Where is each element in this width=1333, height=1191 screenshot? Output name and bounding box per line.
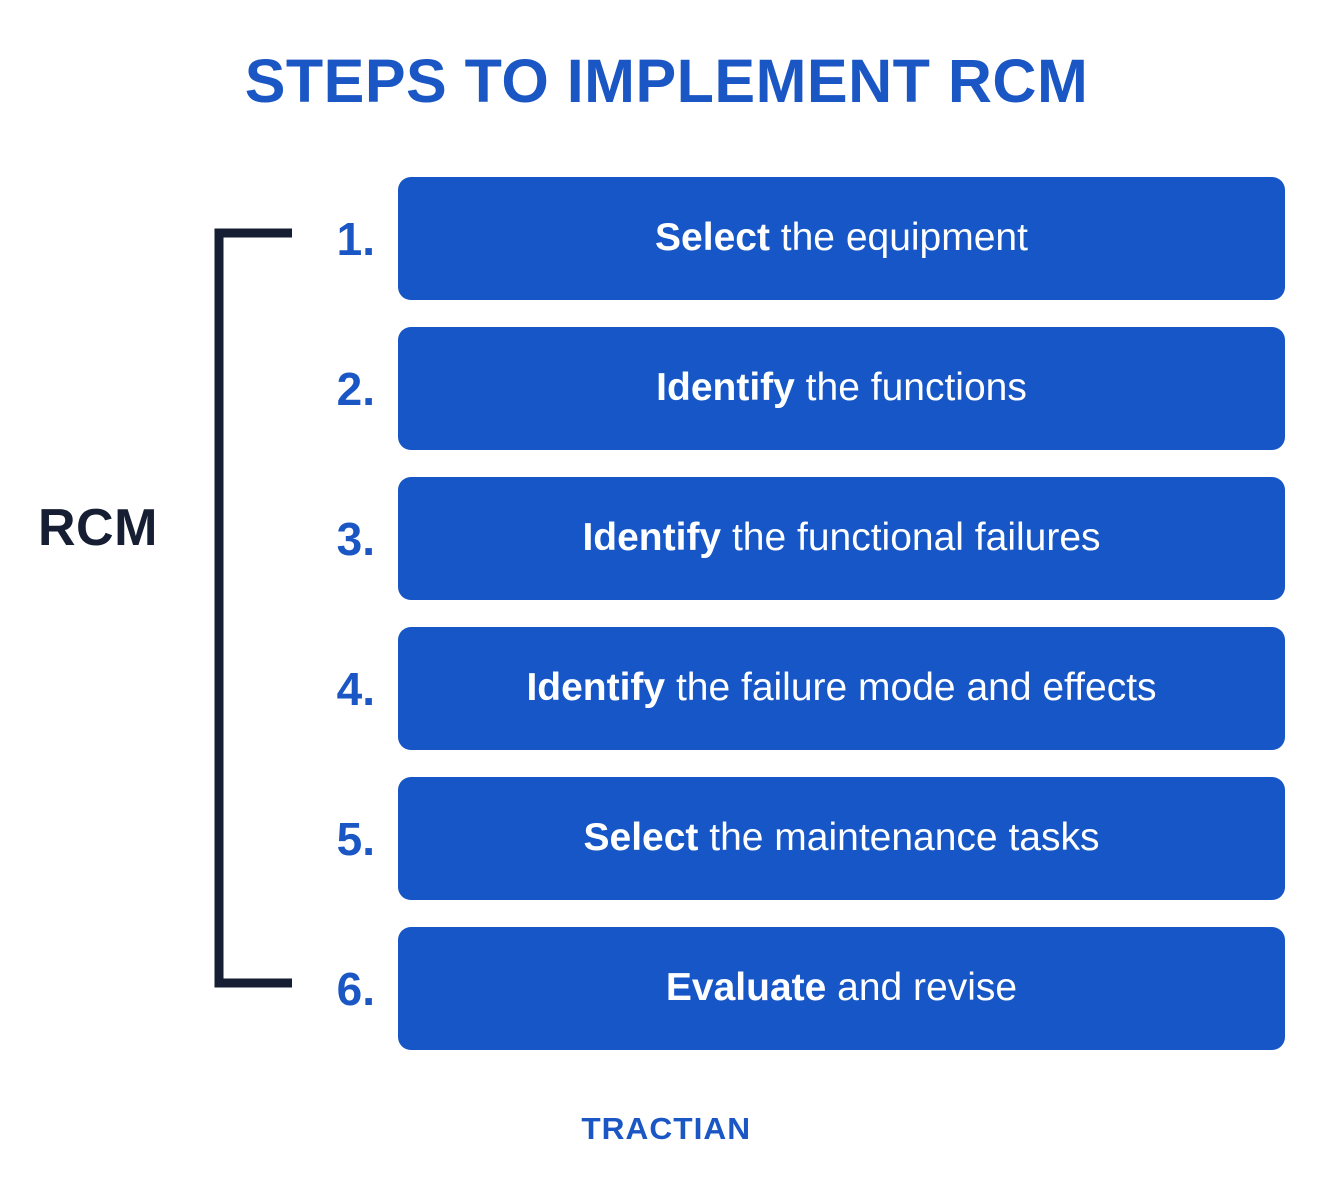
rcm-side-label: RCM bbox=[38, 499, 158, 557]
step-number: 6. bbox=[336, 962, 375, 1015]
step-number: 2. bbox=[336, 362, 375, 415]
list-item[interactable]: 3. Identify the functional failures bbox=[0, 477, 1333, 600]
step-box[interactable]: Select the equipment bbox=[398, 177, 1285, 300]
step-label-lead: Select bbox=[583, 816, 699, 860]
step-box[interactable]: Identify the functions bbox=[398, 327, 1285, 450]
step-label-lead: Identify bbox=[656, 366, 795, 410]
step-label-rest: the maintenance tasks bbox=[698, 816, 1100, 860]
step-number: 5. bbox=[336, 812, 375, 865]
step-box[interactable]: Identify the failure mode and effects bbox=[398, 627, 1285, 750]
step-box[interactable]: Select the maintenance tasks bbox=[398, 777, 1285, 900]
step-label-rest: the failure mode and effects bbox=[665, 666, 1157, 710]
page-title: STEPS TO IMPLEMENT RCM bbox=[244, 47, 1089, 115]
step-label: Select the maintenance tasks bbox=[584, 816, 1100, 861]
step-label: Identify the functions bbox=[656, 366, 1027, 411]
step-label-lead: Identify bbox=[526, 666, 666, 710]
step-label-rest: the functions bbox=[794, 366, 1027, 410]
step-number: 4. bbox=[336, 662, 375, 715]
step-label: Identify the failure mode and effects bbox=[526, 666, 1156, 711]
steps-list: 1. Select the equipment 2. Identify the … bbox=[0, 177, 1333, 1050]
list-item[interactable]: 4. Identify the failure mode and effects bbox=[0, 627, 1333, 750]
step-label: Evaluate and revise bbox=[666, 966, 1017, 1011]
step-box[interactable]: Identify the functional failures bbox=[398, 477, 1285, 600]
step-box[interactable]: Evaluate and revise bbox=[398, 927, 1285, 1050]
step-label-lead: Evaluate bbox=[665, 966, 827, 1010]
step-label-rest: the functional failures bbox=[721, 516, 1101, 560]
step-label-lead: Identify bbox=[582, 516, 722, 560]
step-label: Identify the functional failures bbox=[582, 516, 1100, 561]
list-item[interactable]: 5. Select the maintenance tasks bbox=[0, 777, 1333, 900]
step-number: 3. bbox=[336, 512, 375, 565]
footer: TRACTIAN bbox=[0, 1111, 1333, 1147]
step-label-lead: Select bbox=[655, 216, 770, 260]
list-item[interactable]: 6. Evaluate and revise bbox=[0, 927, 1333, 1050]
step-label: Select the equipment bbox=[655, 216, 1028, 261]
step-label-rest: the equipment bbox=[769, 216, 1028, 260]
tractian-logo: TRACTIAN bbox=[581, 1111, 752, 1146]
step-number: 1. bbox=[336, 212, 375, 265]
step-label-rest: and revise bbox=[826, 966, 1018, 1010]
list-item[interactable]: 1. Select the equipment bbox=[0, 177, 1333, 300]
list-item[interactable]: 2. Identify the functions bbox=[0, 327, 1333, 450]
